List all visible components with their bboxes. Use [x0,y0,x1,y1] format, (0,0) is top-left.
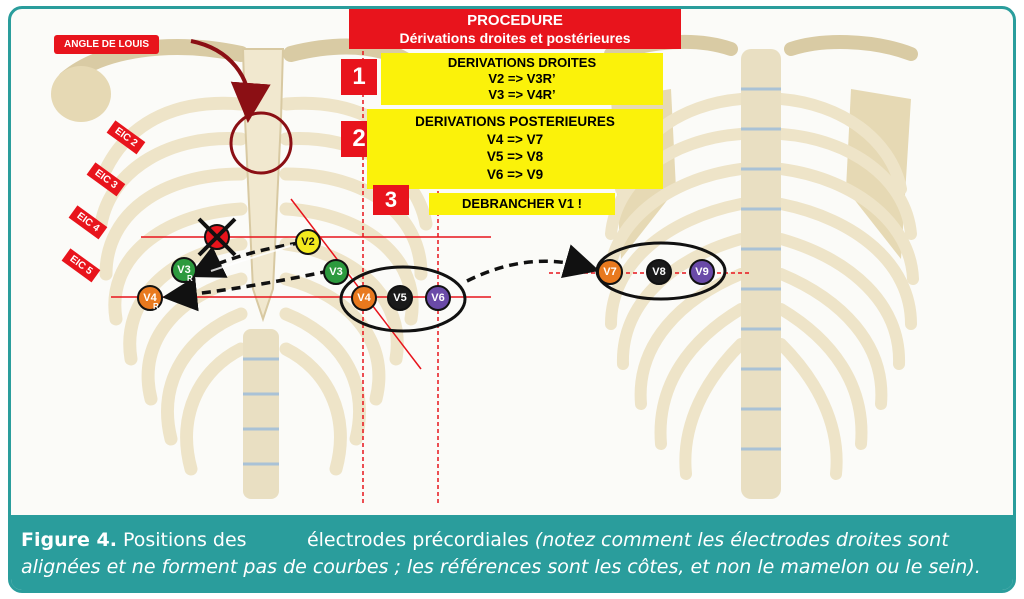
electrode-v4r-sub: R [153,302,159,311]
step-1-box: DERIVATIONS DROITES V2 => V3R’ V3 => V4R… [381,53,663,105]
step-1-number: 1 [341,59,377,95]
electrode-v6: V6 [425,285,451,311]
caption-text: Figure 4. Positions des électrodes préco… [21,527,1006,581]
step-3-number: 3 [373,185,409,215]
front-lateral-group-outline [339,265,467,333]
electrode-v7: V7 [597,259,623,285]
cross-icon [197,217,237,257]
figure-caption: Figure 4. Positions des électrodes préco… [11,515,1013,590]
electrode-v3: V3 [323,259,349,285]
step-2-box: DERIVATIONS POSTERIEURES V4 => V7 V5 => … [367,109,663,189]
electrode-v5: V5 [387,285,413,311]
electrode-v3r-label: V3 [177,264,191,276]
procedure-header: PROCEDURE Dérivations droites et postéri… [349,9,681,49]
procedure-title: PROCEDURE [467,12,563,29]
step-2-line-2: V5 => V8 [486,149,544,164]
caption-italic: (notez comment les électrodes droites so… [21,529,981,578]
electrode-v4: V4 [351,285,377,311]
angle-de-louis-arrow [190,39,271,123]
figure-frame: PROCEDURE Dérivations droites et postéri… [8,6,1016,593]
electrode-v4r-label: V4 [143,292,157,304]
step-1-line-2: V3 => V4R’ [488,87,556,102]
step-1-line-1: V2 => V3R’ [488,71,556,86]
electrode-v1-removed [197,217,237,257]
angle-de-louis-label: ANGLE DE LOUIS [54,35,160,54]
caption-figure-number: Figure 4. [21,529,117,551]
step-1-title: DERIVATIONS DROITES [447,55,597,70]
step-3-title: DEBRANCHER V1 ! [462,196,582,211]
caption-normal: Positions des électrodes précordiales [116,529,535,551]
electrode-v2: V2 [295,229,321,255]
step-2-line-3: V6 => V9 [486,166,544,182]
procedure-subtitle: Dérivations droites et postérieures [399,30,631,46]
electrode-v3r-sub: R [187,274,193,283]
step-2-line-1: V4 => V7 [486,131,544,147]
electrode-v9: V9 [689,259,715,285]
step-2-title: DERIVATIONS POSTERIEURES [415,114,615,129]
step-3-box: DEBRANCHER V1 ! [429,193,615,215]
electrode-v8: V8 [646,259,672,285]
relocation-arrows [162,241,600,312]
